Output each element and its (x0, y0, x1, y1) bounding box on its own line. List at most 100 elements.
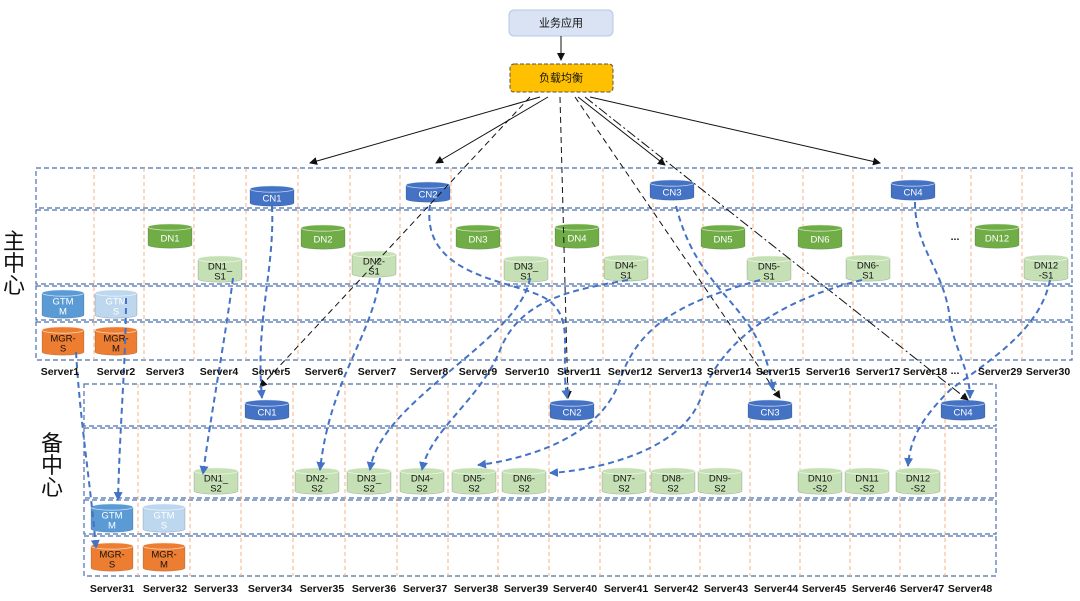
primary-dn-s1-node-3-body (503, 259, 549, 283)
standby-dn-s2-node-7-top (601, 467, 647, 475)
primary-dn-s1-node-1-label: DN1_S1 (208, 262, 233, 283)
standby-mgr-m-node-top (142, 542, 186, 550)
primary-gtm-m-node-body (41, 293, 85, 319)
primary-title-char: 心 (3, 274, 25, 299)
primary-dn-s1-node-4-label: DN4-S1 (615, 261, 637, 282)
lb-to-standby-cn4-arrow (584, 96, 969, 401)
primary-server-label-11: Server11 (557, 366, 601, 378)
standby-dn-s2-node-12-label: DN12-S2 (906, 474, 930, 495)
primary-dn2-node: DN2 (300, 224, 346, 250)
standby-server-label-33: Server33 (194, 583, 239, 595)
primary-title-char: 中 (3, 252, 25, 277)
standby-server-label-32: Server32 (143, 583, 188, 595)
standby-dn-s2-node-4-label: DN4-S2 (411, 474, 433, 495)
primary-dn4-node-top (554, 223, 600, 231)
primary-dn-s1-node-7-body (1023, 258, 1069, 282)
primary-dn12-node-top (974, 223, 1020, 231)
standby-dn-s2-node-10: DN10-S2 (797, 467, 843, 495)
primary-server-label-18: Server18 (903, 366, 948, 378)
primary-dn4-node-label: DN4 (567, 234, 586, 245)
standby-dn-s2-node-8-label: DN8-S2 (662, 474, 684, 495)
primary-dn-s1-node-5: DN5-S1 (746, 255, 792, 283)
primary-dn5-node-top (700, 224, 746, 232)
standby-server-label-37: Server37 (403, 583, 448, 595)
lb-to-standby-cn1-arrow (259, 96, 531, 388)
standby-dn-s2-node-2-body (294, 471, 340, 495)
standby-mgr-s-node-top (90, 542, 134, 550)
repl-dn12-arrow (904, 279, 1051, 467)
primary-dn-s1-node-6: DN6-S1 (845, 254, 891, 282)
standby-server-label-31: Server31 (90, 583, 135, 595)
primary-ellipsis-2: ... (951, 365, 960, 377)
standby-server-label-35: Server35 (300, 583, 345, 595)
primary-server-label-3: Server3 (146, 366, 185, 378)
load-balancer-box (509, 63, 614, 93)
standby-gtm-m-node-top (90, 503, 134, 511)
primary-mgr-s-node-label: MGR-S (50, 334, 75, 355)
standby-gtm-s-node-top (142, 503, 186, 511)
standby-dn-band (83, 427, 997, 499)
primary-dn-s1-node-6-top (845, 254, 891, 262)
standby-dn-s2-node-12-body (895, 471, 941, 495)
standby-dn-s2-node-5-top (451, 467, 497, 475)
primary-dn-s1-node-6-body (845, 258, 891, 282)
primary-dn-s1-node-3-label: DN3_S1 (514, 262, 539, 283)
standby-cn2-node: CN2 (549, 399, 595, 421)
standby-title-char: 中 (41, 454, 63, 479)
lb-to-standby-cn2-arrow (559, 96, 572, 399)
standby-dn-s2-node-11-top (844, 467, 890, 475)
primary-cn1-node-label: CN1 (262, 194, 281, 205)
lb-to-primary-cn1-arrow (309, 96, 541, 165)
primary-dn5-node-body (700, 228, 746, 250)
primary-dn4-node-body (554, 227, 600, 249)
primary-mgr-m-node-top (94, 326, 138, 334)
repl-dn4-arrow (419, 279, 629, 471)
standby-cn-band (83, 383, 997, 427)
primary-server-label-1: Server1 (41, 366, 80, 378)
primary-dn-s1-node-7-label: DN12-S1 (1034, 261, 1058, 282)
primary-cn2-node: CN2 (405, 181, 451, 203)
standby-mgr-m-node-label: MGR-M (151, 550, 176, 571)
standby-dn-s2-node-11: DN11-S2 (844, 467, 890, 495)
standby-mgr-m-node: MGR-M (142, 542, 186, 572)
standby-server-label-41: Server41 (604, 583, 649, 595)
repl-cn4-arrow (914, 201, 975, 399)
primary-dn1-node: DN1 (147, 223, 193, 249)
primary-dn-s1-node-7-top (1023, 254, 1069, 262)
standby-dn-s2-node-8-top (650, 467, 696, 475)
standby-dn-s2-node-3-body (346, 471, 392, 495)
primary-gtm-s-node-top (94, 289, 138, 297)
standby-dn-s2-node-1-body (193, 471, 239, 495)
primary-server-label-20: Server30 (1026, 366, 1071, 378)
standby-server-label-39: Server39 (504, 583, 549, 595)
standby-mgr-m-node-body (142, 546, 186, 572)
primary-server-label-7: Server7 (358, 366, 397, 378)
primary-cn3-node: CN3 (649, 179, 695, 201)
primary-dn-s1-node-1-body (197, 259, 243, 283)
standby-dn-s2-node-11-label: DN11-S2 (855, 474, 879, 495)
standby-server-label-36: Server36 (352, 583, 397, 595)
primary-dn1-node-top (147, 223, 193, 231)
primary-dn-s1-node-3: DN3_S1 (503, 255, 549, 283)
primary-dn4-node: DN4 (554, 223, 600, 249)
primary-dn1-node-label: DN1 (160, 234, 179, 245)
primary-server-label-5: Server5 (252, 366, 291, 378)
standby-title-char: 心 (41, 476, 63, 501)
primary-dn-s1-node-2-body (351, 254, 397, 278)
standby-dn-s2-node-7-label: DN7-S2 (613, 474, 635, 495)
standby-dn-s2-node-8: DN8-S2 (650, 467, 696, 495)
primary-dn-s1-node-5-top (746, 255, 792, 263)
repl-dn2-arrow (316, 277, 381, 471)
standby-cn4-node-body (940, 403, 986, 421)
primary-cn4-node-top (890, 179, 936, 187)
primary-cn4-node-body (890, 183, 936, 201)
standby-title-char: 备 (41, 432, 63, 457)
primary-cn1-node: CN1 (249, 185, 295, 207)
standby-dn-s2-node-12-top (895, 467, 941, 475)
primary-gtm-m-node-top (41, 289, 85, 297)
primary-cn3-node-top (649, 179, 695, 187)
primary-dn3-node: DN3 (455, 224, 501, 250)
standby-dn-s2-node-4-body (399, 471, 445, 495)
